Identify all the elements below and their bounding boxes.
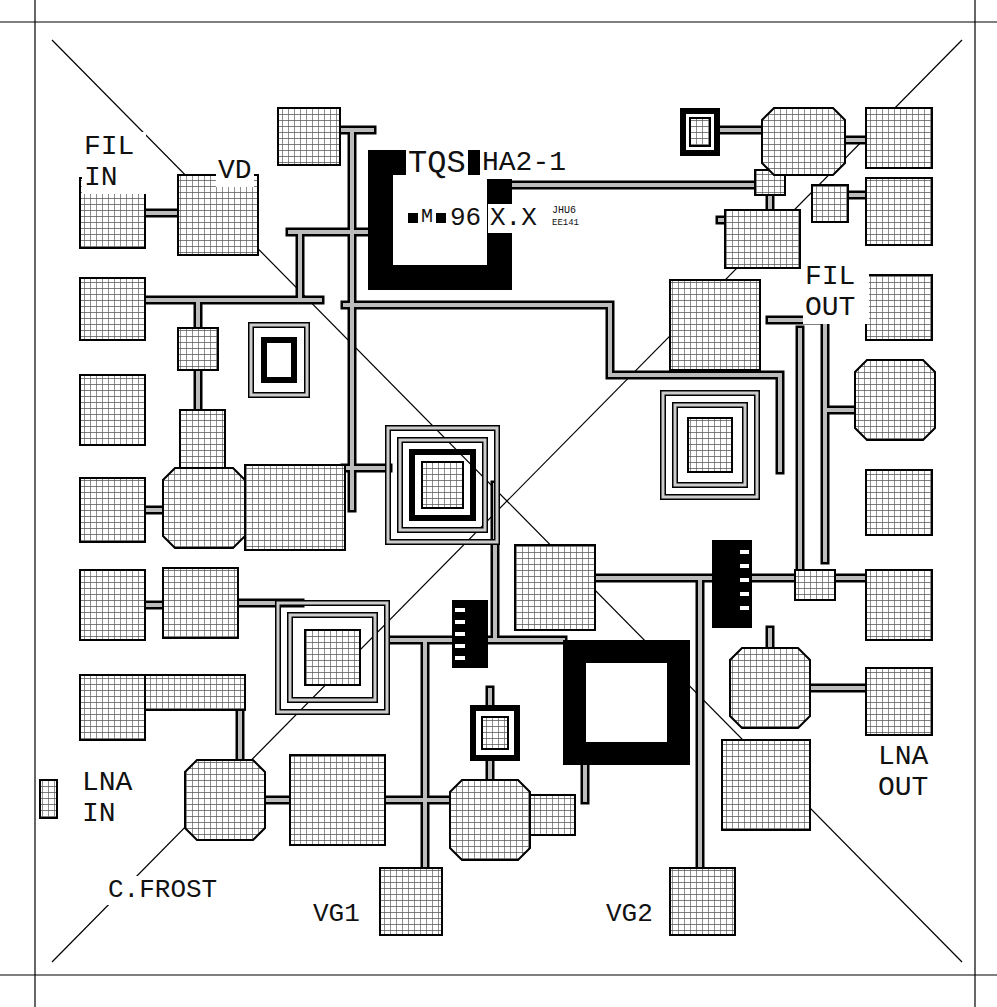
pad-label: VD (216, 156, 254, 187)
chip-name: HA2-1 (480, 148, 568, 179)
pad-label: FIL IN (82, 132, 146, 194)
pad-label: VG1 (311, 900, 362, 929)
course-code: EE141 (550, 219, 581, 229)
year-code: 96 (448, 204, 483, 233)
pad-label: FIL OUT (803, 262, 869, 324)
pad-label: LNA IN (80, 768, 146, 830)
pad-label: VG2 (604, 900, 655, 929)
version-code: X.X (488, 204, 539, 233)
designer-name: C.FROST (106, 876, 219, 905)
mask-mark: M (419, 206, 435, 228)
pad-label: LNA OUT (876, 742, 942, 804)
chip-vendor: TQS (406, 146, 468, 181)
school-code: JHU6 (550, 205, 578, 216)
